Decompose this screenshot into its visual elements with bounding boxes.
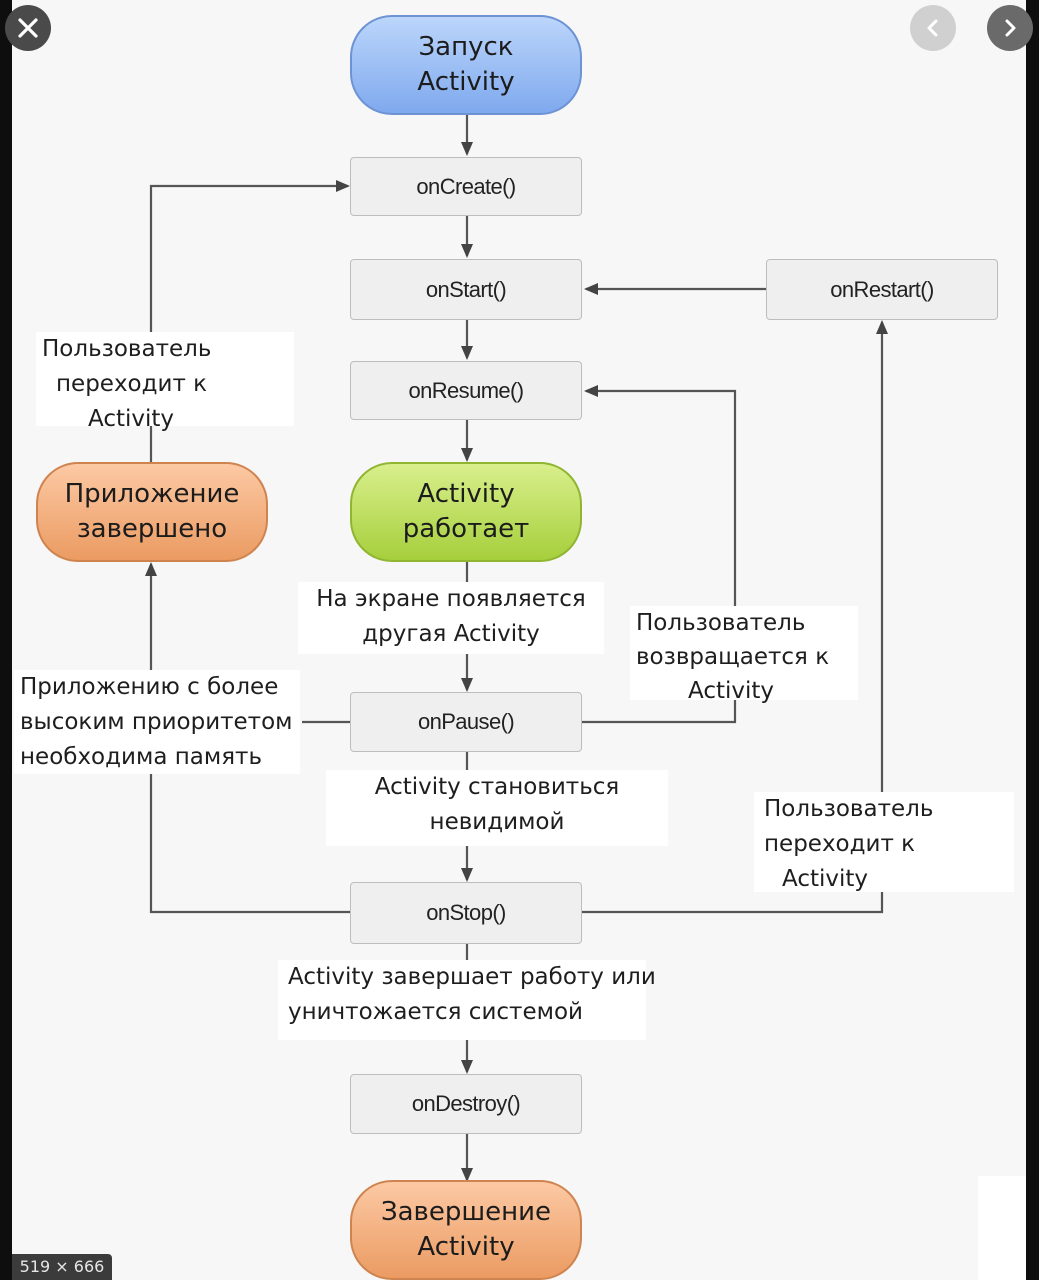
onresume-box: onResume() <box>350 361 582 420</box>
arrow-onpause-to-onresume <box>581 385 737 724</box>
oncreate-box: onCreate() <box>350 157 582 216</box>
image-size-badge: 519 × 666 <box>12 1254 112 1280</box>
close-icon <box>18 18 38 38</box>
arrow-onstop-to-onrestart <box>581 320 888 914</box>
label-user-navigates-right: Пользователь переходит к Activity <box>754 792 1014 892</box>
close-button[interactable] <box>5 5 51 51</box>
label-other-activity: На экране появляется другая Activity <box>298 582 604 654</box>
onpause-box: onPause() <box>350 692 582 752</box>
label-finishing: Activity завершает работу или уничтожает… <box>278 960 656 1040</box>
chevron-right-icon <box>1005 19 1016 37</box>
white-patch <box>978 1176 1026 1280</box>
ondestroy-box: onDestroy() <box>350 1074 582 1134</box>
chevron-left-icon <box>927 19 938 37</box>
next-image-button[interactable] <box>987 5 1033 51</box>
onstop-box: onStop() <box>350 882 582 944</box>
label-user-navigates-left: Пользователь переходит к Activity <box>36 332 294 432</box>
label-invisible: Activity становиться невидимой <box>326 770 668 846</box>
onrestart-box: onRestart() <box>766 259 998 320</box>
onstart-box: onStart() <box>350 259 582 320</box>
label-memory-needed: Приложению с более высоким приоритетом н… <box>14 670 300 774</box>
label-user-returns: Пользователь возвращается к Activity <box>630 606 858 704</box>
prev-image-button[interactable] <box>910 5 956 51</box>
